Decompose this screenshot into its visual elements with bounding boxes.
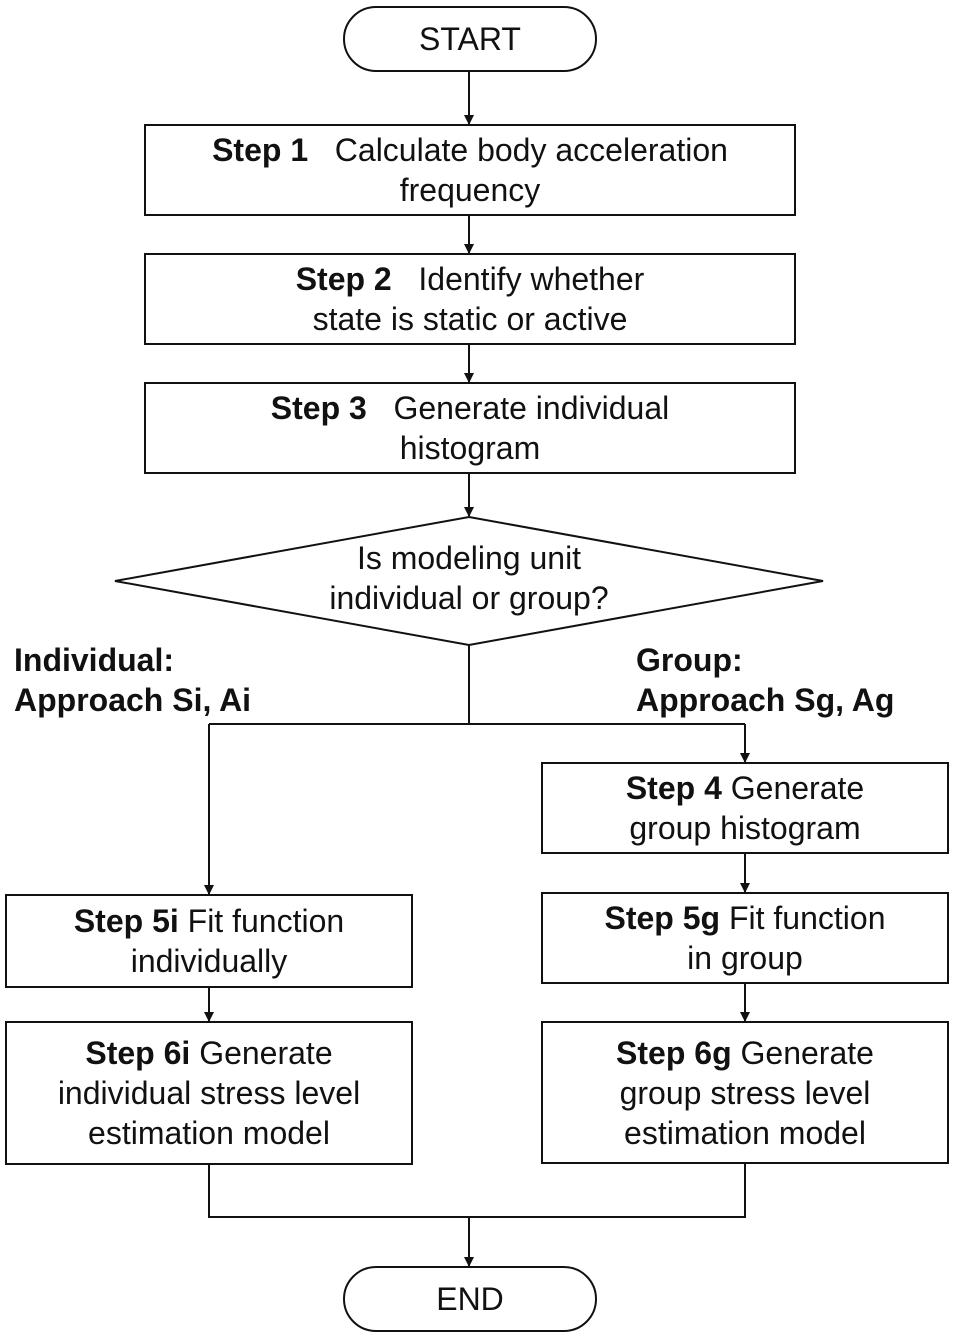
step3-label: Step 3 bbox=[270, 390, 367, 426]
step3-text: Generate individual bbox=[393, 390, 670, 426]
decision-line2: individual or group? bbox=[329, 580, 609, 616]
group-branch-label: Group: Approach Sg, Ag bbox=[636, 640, 894, 720]
step4-text2: group histogram bbox=[629, 810, 861, 846]
step3-box: Step 3 Generate individual histogram bbox=[144, 382, 796, 474]
merge-line bbox=[208, 1164, 746, 1218]
step4-box: Step 4 Generate group histogram bbox=[541, 762, 949, 854]
step6g-text2: group stress level bbox=[619, 1074, 871, 1111]
step6g-box: Step 6g Generate group stress level esti… bbox=[541, 1021, 949, 1164]
step4-label: Step 4 bbox=[625, 770, 722, 806]
group-branch-line1: Group: bbox=[636, 642, 743, 678]
step4-text: Generate bbox=[730, 770, 865, 806]
step5g-text2: in group bbox=[687, 940, 803, 976]
step3-text2: histogram bbox=[399, 430, 541, 466]
step5i-text2: individually bbox=[130, 943, 288, 979]
step2-label: Step 2 bbox=[295, 261, 392, 297]
individual-branch-line1: Individual: bbox=[14, 642, 174, 678]
individual-branch-label: Individual: Approach Si, Ai bbox=[14, 640, 251, 720]
start-label: START bbox=[419, 21, 521, 57]
step6i-text2: individual stress level bbox=[57, 1075, 361, 1111]
step6g-label: Step 6g bbox=[616, 1034, 732, 1071]
step5g-box: Step 5g Fit function in group bbox=[541, 892, 949, 984]
decision-text: Is modeling unit individual or group? bbox=[269, 538, 669, 618]
step2-box: Step 2 Identify whether state is static … bbox=[144, 253, 796, 345]
step6i-text3: estimation model bbox=[88, 1115, 330, 1151]
step5g-text: Fit function bbox=[728, 900, 886, 936]
step6g-text3: estimation model bbox=[624, 1114, 866, 1151]
step1-label: Step 1 bbox=[212, 132, 309, 168]
start-terminal: START bbox=[343, 6, 597, 72]
decision-line1: Is modeling unit bbox=[356, 540, 582, 576]
individual-branch-line2: Approach Si, Ai bbox=[14, 682, 252, 718]
step1-text: Calculate body acceleration bbox=[334, 132, 728, 168]
step2-text2: state is static or active bbox=[312, 301, 628, 337]
step5g-label: Step 5g bbox=[604, 900, 721, 936]
step6g-text: Generate bbox=[740, 1034, 874, 1071]
step2-text: Identify whether bbox=[418, 261, 645, 297]
step6i-text: Generate bbox=[199, 1035, 333, 1071]
step5i-label: Step 5i bbox=[73, 903, 179, 939]
step6i-label: Step 6i bbox=[85, 1035, 191, 1071]
group-branch-line2: Approach Sg, Ag bbox=[636, 682, 895, 718]
step5i-text: Fit function bbox=[187, 903, 345, 939]
step6i-box: Step 6i Generate individual stress level… bbox=[5, 1021, 413, 1165]
step5i-box: Step 5i Fit function individually bbox=[5, 894, 413, 988]
end-terminal: END bbox=[343, 1266, 597, 1332]
step1-text2: frequency bbox=[399, 172, 541, 208]
end-label: END bbox=[436, 1281, 504, 1317]
step1-box: Step 1 Calculate body acceleration frequ… bbox=[144, 124, 796, 216]
